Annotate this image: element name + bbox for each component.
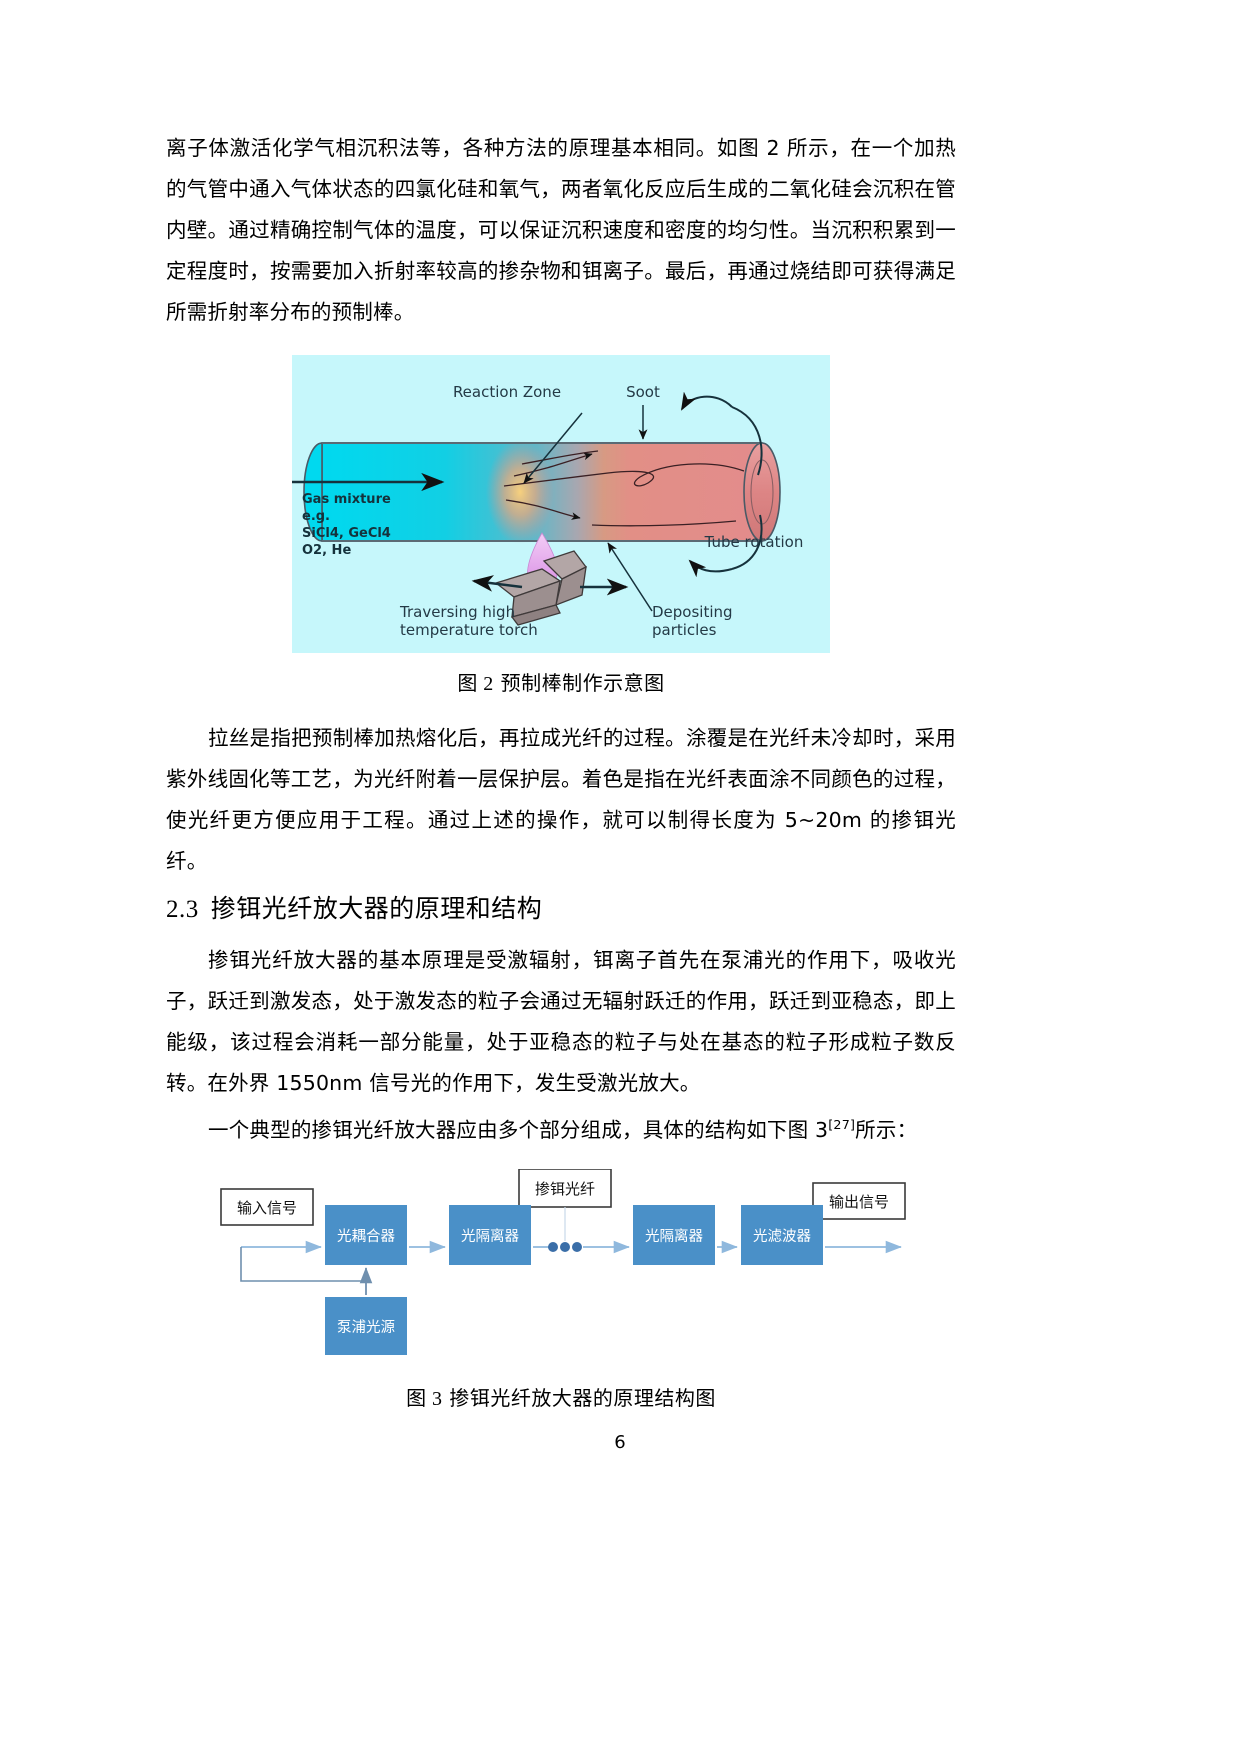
block-erbium-fiber-label: 掺铒光纤 [535, 1180, 595, 1198]
paragraph-edfa-structure: 一个典型的掺铒光纤放大器应由多个部分组成，具体的结构如下图 3[27]所示： [166, 1104, 956, 1151]
tube-rotation-indicator: Tube rotation [681, 391, 804, 578]
block-input-signal: 输入信号 [220, 1188, 314, 1226]
block-pump-source-label: 泵浦光源 [337, 1319, 395, 1336]
figure-2-caption-label: 图 2 [457, 673, 494, 695]
torch-graphic: Traversing high temperature torch [399, 532, 629, 639]
depositing-text-line2: particles [652, 621, 717, 639]
gas-mixture-label: Gas mixture e.g. SiCl4, GeCl4 O2, He [302, 492, 391, 558]
block-optical-coupler-label: 光耦合器 [337, 1228, 395, 1245]
gas-line-2: e.g. [302, 509, 330, 524]
paragraph-deposition: 离子体激活化学气相沉积法等，各种方法的原理基本相同。如图 2 所示，在一个加热的… [166, 136, 956, 324]
block-optical-isolator-2: 光隔离器 [633, 1204, 715, 1265]
block-erbium-fiber: 掺铒光纤 [518, 1168, 612, 1208]
gas-line-3: SiCl4, GeCl4 [302, 526, 391, 541]
block-optical-filter-label: 光滤波器 [753, 1228, 811, 1245]
block-output-signal-label: 输出信号 [829, 1193, 889, 1211]
figure-2-container: Reaction Zone Soot Tube rotati [166, 355, 956, 653]
torch-label-line2: temperature torch [400, 621, 538, 639]
section-title: 掺铒光纤放大器的原理和结构 [210, 894, 543, 923]
paragraph-edfa-structure-after: 所示： [855, 1117, 918, 1142]
figure-3-container: 输入信号 掺铒光纤 输出信号 光耦合器 [166, 1168, 956, 1364]
paragraph-drawing: 拉丝是指把预制棒加热熔化后，再拉成光纤的过程。涂覆是在光纤未冷却时，采用紫外线固… [166, 726, 956, 873]
figure-3-caption-label: 图 3 [406, 1387, 443, 1410]
page-content: 离子体激活化学气相沉积法等，各种方法的原理基本相同。如图 2 所示，在一个加热的… [166, 128, 956, 1411]
gas-line-4: O2, He [302, 543, 351, 558]
figure-3-caption: 图 3 掺铒光纤放大器的原理结构图 [166, 1382, 956, 1411]
citation-ref: [27] [828, 1117, 856, 1132]
tube-rotation-text: Tube rotation [704, 533, 804, 551]
reaction-zone-text: Reaction Zone [453, 383, 561, 401]
section-heading-2-3: 2.3 掺铒光纤放大器的原理和结构 [166, 886, 956, 932]
block-optical-filter: 光滤波器 [741, 1204, 823, 1265]
erbium-fiber-dots [548, 1241, 582, 1252]
gas-line-1: Gas mixture [302, 492, 391, 507]
paragraph-edfa-structure-before: 一个典型的掺铒光纤放大器应由多个部分组成，具体的结构如下图 3 [208, 1117, 829, 1142]
page-number: 6 [614, 1432, 626, 1453]
section-number: 2.3 [166, 896, 199, 923]
block-pump-source: 泵浦光源 [325, 1296, 407, 1355]
figure-3-image: 输入信号 掺铒光纤 输出信号 光耦合器 [201, 1168, 921, 1364]
block-optical-isolator-1-label: 光隔离器 [461, 1228, 519, 1245]
depositing-text-line1: Depositing [652, 603, 733, 621]
block-optical-isolator-1: 光隔离器 [449, 1204, 531, 1265]
block-output-signal: 输出信号 [812, 1182, 906, 1220]
depositing-particles-label: Depositing particles [607, 542, 733, 639]
torch-label-line1: Traversing high [399, 603, 515, 621]
block-optical-coupler: 光耦合器 [325, 1204, 407, 1265]
block-input-signal-label: 输入信号 [237, 1199, 297, 1217]
block-optical-isolator-2-label: 光隔离器 [645, 1228, 703, 1245]
figure-2-caption-text: 预制棒制作示意图 [500, 671, 665, 695]
figure-2-image: Reaction Zone Soot Tube rotati [292, 355, 830, 653]
figure-3-caption-text: 掺铒光纤放大器的原理结构图 [449, 1385, 716, 1410]
reaction-zone-label: Reaction Zone [453, 383, 583, 484]
soot-label: Soot [626, 383, 660, 440]
figure-2-caption: 图 2 预制棒制作示意图 [166, 667, 956, 696]
soot-streamlines [503, 450, 745, 527]
soot-text: Soot [626, 383, 660, 401]
paragraph-edfa-principle: 掺铒光纤放大器的基本原理是受激辐射，铒离子首先在泵浦光的作用下，吸收光子，跃迁到… [166, 948, 956, 1095]
